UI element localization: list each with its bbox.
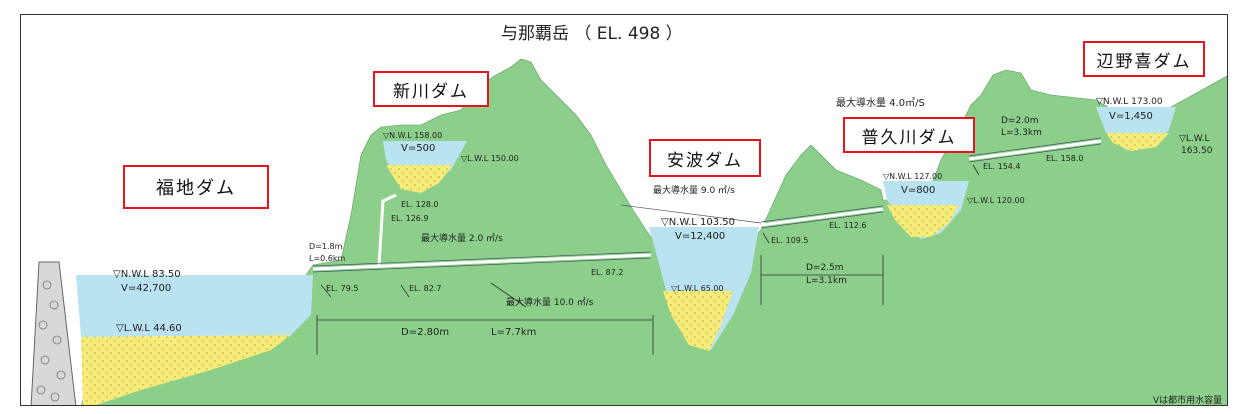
fukuji-dam-wall: [30, 261, 77, 405]
fukuji-nwl: ▽N.W.L 83.50: [113, 269, 181, 280]
tunnel-outlines: [312, 137, 1102, 273]
aha-sediment: [663, 291, 733, 351]
aha-volume: V=12,400: [675, 231, 725, 242]
dam-label-fukugawa: 普久川ダム: [843, 117, 975, 153]
flow-2-0-label: 最大導水量 2.0 ㎥/s: [421, 232, 503, 244]
aha-lwl: ▽L.W.L 65.00: [671, 284, 724, 293]
fukuji-lwl: ▽L.W.L 44.60: [116, 323, 182, 334]
dam-label-fukuji: 福地ダム: [123, 165, 269, 209]
dam-label-aha: 安波ダム: [649, 139, 761, 177]
benoki-lwl-a: ▽L.W.L: [1179, 134, 1210, 144]
tunnels: [312, 139, 1102, 271]
diagram-title: 与那覇岳 （ EL. 498 ）: [501, 24, 683, 44]
el-82-7-label: EL. 82.7: [409, 284, 441, 293]
arakawa-nwl: ▽N.W.L 158.00: [383, 131, 442, 140]
flow-4-0-label: 最大導水量 4.0㎥/S: [836, 96, 925, 109]
flow-10-0-label: 最大導水量 10.0 ㎥/s: [506, 296, 594, 308]
d-2-0-label: D=2.0m: [1001, 116, 1039, 126]
fukuji-volume: V=42,700: [121, 283, 171, 294]
l-7-7-label: L=7.7km: [491, 327, 536, 338]
arakawa-lwl: ▽L.W.L 150.00: [461, 154, 519, 163]
terrain: [81, 58, 1227, 405]
el-128-label: EL. 128.0: [401, 200, 439, 209]
fukugawa-nwl: ▽N.W.L 127.00: [883, 172, 942, 181]
el-158-0-label: EL. 158.0: [1046, 154, 1084, 163]
el-79-5-label: EL. 79.5: [326, 284, 358, 293]
aha-nwl: ▽N.W.L 103.50: [661, 217, 735, 228]
el-87-2-label: EL. 87.2: [591, 268, 623, 277]
fukugawa-volume: V=800: [901, 185, 935, 196]
aha-reservoir-water: [649, 227, 759, 350]
d-1-8-label: D=1.8m: [309, 242, 343, 251]
el-109-5-label: EL. 109.5: [771, 236, 809, 245]
l-3-3-label: L=3.3km: [1001, 128, 1042, 138]
arakawa-volume: V=500: [401, 143, 435, 154]
dam-wall-rocks: [36, 280, 66, 402]
dimension-lines: [316, 164, 980, 355]
el-126-9-label: EL. 126.9: [391, 214, 429, 223]
d-2-80-label: D=2.80m: [401, 327, 449, 338]
diagram-frame: 与那覇岳 （ EL. 498 ） Vは都市用水容量 ▽N.W.L 83.50 V…: [20, 14, 1228, 406]
fukuji-reservoir-water: [76, 275, 313, 337]
fukugawa-lwl: ▽L.W.L 120.00: [967, 196, 1025, 205]
d-2-5-label: D=2.5m: [806, 263, 844, 273]
dam-label-arakawa: 新川ダム: [373, 71, 489, 107]
benoki-lwl-b: 163.50: [1181, 146, 1213, 156]
fukuji-sediment: [81, 335, 291, 405]
footnote: Vは都市用水容量: [1153, 394, 1222, 406]
l-0-6-label: L=0.6km: [309, 254, 346, 263]
arakawa-sediment: [386, 165, 453, 193]
benoki-nwl: ▽N.W.L 173.00: [1096, 97, 1163, 107]
l-3-1-label: L=3.1km: [806, 276, 847, 286]
benoki-volume: V=1,450: [1109, 111, 1153, 122]
dam-profile-diagram: 与那覇岳 （ EL. 498 ） Vは都市用水容量 ▽N.W.L 83.50 V…: [30, 24, 1227, 406]
flow-9-0-label: 最大導水量 9.0 ㎥/s: [653, 184, 735, 196]
fukugawa-sediment: [887, 205, 959, 237]
benoki-sediment: [1106, 133, 1169, 151]
el-154-4-label: EL. 154.4: [983, 162, 1021, 171]
el-112-6-label: EL. 112.6: [829, 221, 867, 230]
dam-label-benoki: 辺野喜ダム: [1083, 41, 1205, 77]
